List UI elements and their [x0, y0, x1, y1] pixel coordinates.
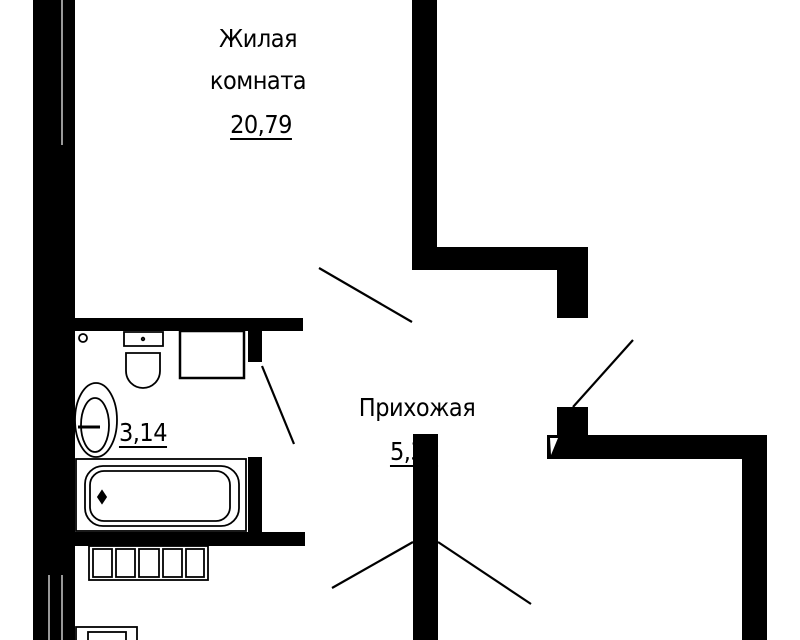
living-room-door [318, 267, 413, 323]
entry-door [572, 339, 634, 408]
left-outer-wall [33, 0, 75, 640]
radiator-icon [88, 545, 209, 581]
bottom-left-door [331, 541, 414, 589]
bathroom-top-wall [75, 318, 303, 331]
walls [33, 0, 767, 640]
window [48, 0, 63, 640]
bathroom-door [260, 365, 296, 445]
living-room-name-line2: комната [209, 66, 307, 95]
bathroom-door-jamb-top [248, 330, 262, 362]
living-room-right-wall [412, 0, 437, 270]
toilet-icon [123, 331, 164, 389]
lower-right-vertical-wall [742, 435, 767, 640]
bathtub-icon [75, 458, 247, 532]
wall-stub [557, 268, 588, 318]
entry-jamb [557, 407, 588, 437]
living-room-name-line1: Жилая [218, 24, 298, 53]
fixtures [74, 329, 247, 640]
living-room-bottom-wall [412, 247, 588, 270]
bottom-middle-wall [413, 434, 438, 640]
hall-area: 5,38 [389, 437, 439, 466]
bathroom-door-jamb-bottom [248, 457, 262, 533]
bottom-right-door [437, 541, 532, 605]
drain-icon [78, 333, 88, 343]
hall-name: Прихожая [358, 393, 476, 422]
bathroom-area: 3,14 [118, 418, 168, 447]
door-swings [260, 267, 634, 605]
washbasin-icon [74, 382, 118, 458]
bathroom-bottom-wall [75, 532, 305, 546]
door-frame-notch [550, 438, 558, 455]
living-room-area: 20,79 [230, 110, 292, 139]
washing-machine-icon [178, 329, 246, 380]
lower-right-wall [547, 435, 767, 459]
appliance-icon [75, 626, 138, 640]
